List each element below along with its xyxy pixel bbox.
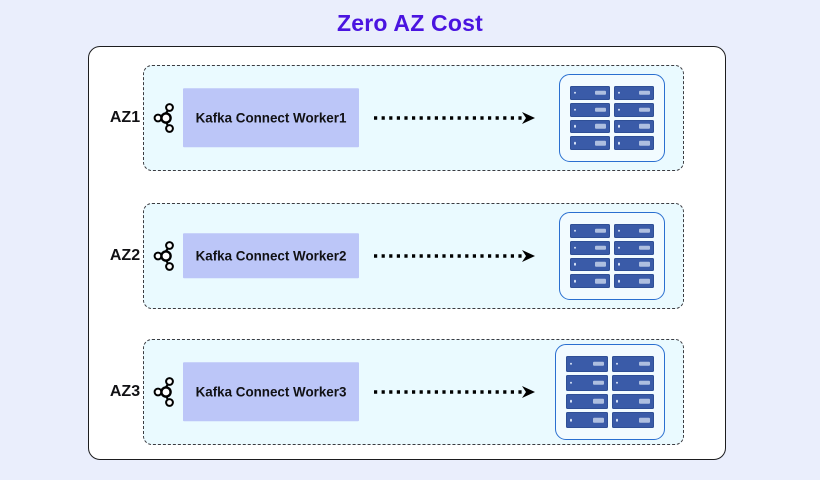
kafka-logo-icon <box>152 102 178 134</box>
az-label: AZ3 <box>109 383 141 400</box>
server-unit <box>614 136 654 150</box>
server-unit <box>614 240 654 255</box>
server-unit <box>570 119 610 134</box>
kafka-logo-icon <box>152 240 178 272</box>
kafka-logo-icon <box>152 376 178 408</box>
server-unit <box>614 224 654 238</box>
server-unit <box>566 374 608 391</box>
az-zone-box: Kafka Connect Worker2 <box>143 203 684 309</box>
server-unit <box>570 257 610 272</box>
server-unit <box>570 224 610 238</box>
server-unit <box>566 393 608 410</box>
server-unit <box>614 257 654 272</box>
dotted-arrow-right-icon <box>372 249 542 263</box>
page-title: Zero AZ Cost <box>337 10 483 36</box>
dotted-arrow-right-icon <box>372 385 542 399</box>
server-unit <box>612 356 654 372</box>
az-zone-box: Kafka Connect Worker1 <box>143 65 684 171</box>
az-label: AZ1 <box>109 109 141 126</box>
az-row: AZ2 Kafka Connect Worker2 <box>89 187 727 325</box>
server-unit <box>612 393 654 410</box>
server-unit <box>570 274 610 288</box>
az-label: AZ2 <box>109 247 141 264</box>
server-unit <box>614 119 654 134</box>
server-rack-icon <box>555 344 665 440</box>
server-unit <box>614 274 654 288</box>
az-row: AZ1 Kafka Connect Worker1 <box>89 49 727 187</box>
az-row: AZ3 Kafka Connect Worker3 <box>89 323 727 461</box>
server-unit <box>570 136 610 150</box>
server-unit <box>612 374 654 391</box>
server-unit <box>614 102 654 117</box>
server-unit <box>566 412 608 428</box>
server-unit <box>570 240 610 255</box>
kafka-connect-worker-box[interactable]: Kafka Connect Worker1 <box>183 88 359 148</box>
diagram-container: AZ1 Kafka Connect Worker1 <box>88 46 726 460</box>
server-rack-icon <box>559 212 665 300</box>
dotted-arrow-right-icon <box>372 111 542 125</box>
server-unit <box>570 102 610 117</box>
az-zone-box: Kafka Connect Worker3 <box>143 339 684 445</box>
server-unit <box>614 86 654 100</box>
server-unit <box>566 356 608 372</box>
server-unit <box>612 412 654 428</box>
server-rack-icon <box>559 74 665 162</box>
server-unit <box>570 86 610 100</box>
kafka-connect-worker-box[interactable]: Kafka Connect Worker2 <box>183 233 359 279</box>
kafka-connect-worker-box[interactable]: Kafka Connect Worker3 <box>183 362 359 422</box>
